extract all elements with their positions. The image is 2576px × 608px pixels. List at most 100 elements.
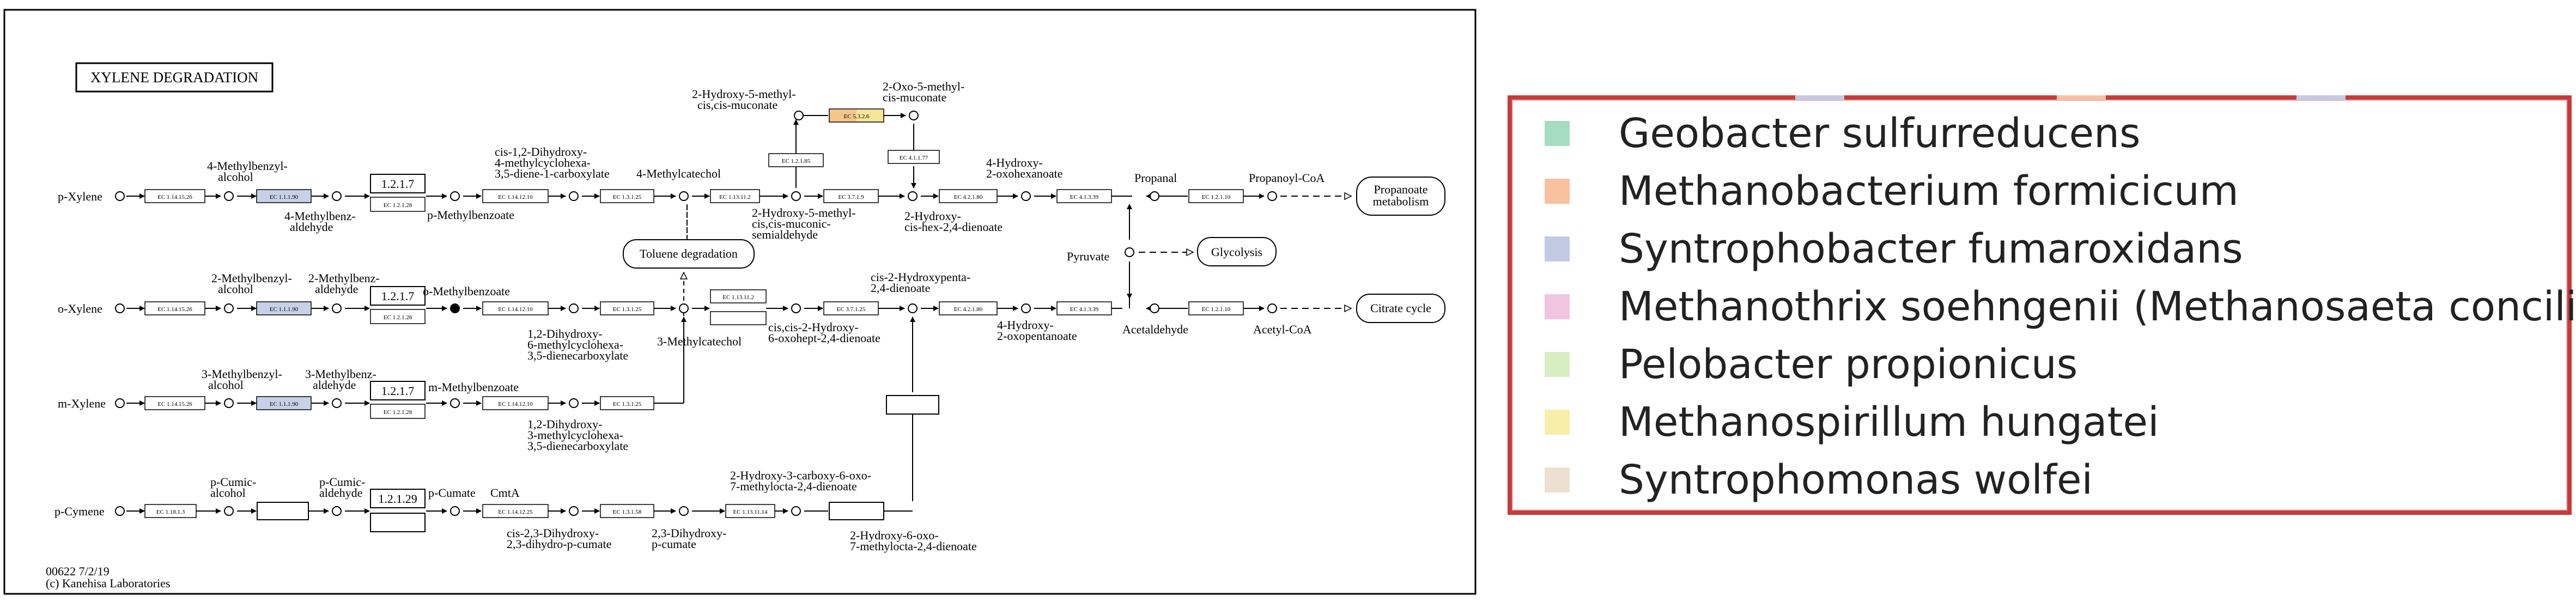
svg-text:EC 1.14.12.10: EC 1.14.12.10 — [498, 194, 533, 200]
row-p-xylene — [126, 113, 1351, 241]
labels-row3: m-Xylene 3-Methylbenzyl- alcohol 3-Methy… — [58, 367, 628, 453]
legend-item-pelobacter: Pelobacter propionicus — [1545, 337, 2077, 392]
row-o-xylene — [126, 272, 1351, 501]
map-title-box — [75, 62, 274, 93]
svg-text:3-Methylcatechol: 3-Methylcatechol — [657, 335, 742, 348]
svg-text:4-Methylcatechol: 4-Methylcatechol — [636, 167, 721, 180]
legend-item-syntrophomonas: Syntrophomonas wolfei — [1545, 453, 2093, 507]
svg-text:metabolism: metabolism — [1373, 194, 1429, 208]
svg-text:EC 1.3.1.58: EC 1.3.1.58 — [613, 509, 642, 515]
svg-text:2-oxohexanoate: 2-oxohexanoate — [986, 167, 1063, 180]
svg-text:EC 5.3.2.6: EC 5.3.2.6 — [843, 113, 870, 120]
svg-text:p-Methylbenzoate: p-Methylbenzoate — [427, 208, 514, 222]
svg-text:EC 1.18.1.3: EC 1.18.1.3 — [156, 509, 185, 515]
svg-text:2-Oxo-5-methyl-: 2-Oxo-5-methyl- — [883, 80, 964, 93]
svg-text:EC 3.7.1.9: EC 3.7.1.9 — [838, 194, 864, 200]
enzyme-highlighted — [829, 108, 884, 123]
svg-text:alcohol: alcohol — [208, 378, 244, 392]
svg-text:aldehyde: aldehyde — [313, 378, 356, 392]
svg-text:EC 1.14.12.10: EC 1.14.12.10 — [498, 401, 533, 408]
svg-text:1,2-Dihydroxy-: 1,2-Dihydroxy- — [527, 417, 602, 431]
svg-text:p-Cumic-: p-Cumic- — [319, 475, 365, 489]
svg-text:2-Hydroxy-6-oxo-: 2-Hydroxy-6-oxo- — [850, 528, 939, 542]
labels-row4: p-Cymene p-Cumic- alcohol p-Cumic- aldeh… — [54, 469, 977, 553]
svg-text:1,2-Dihydroxy-: 1,2-Dihydroxy- — [527, 327, 602, 341]
svg-text:4-Hydroxy-: 4-Hydroxy- — [986, 156, 1043, 169]
svg-text:EC 4.1.1.77: EC 4.1.1.77 — [900, 155, 928, 161]
svg-text:cis,cis-2-Hydroxy-: cis,cis-2-Hydroxy- — [768, 320, 859, 334]
svg-text:cis-1,2-Dihydroxy-: cis-1,2-Dihydroxy- — [495, 145, 587, 159]
svg-text:7-methylocta-2,4-dienoate: 7-methylocta-2,4-dienoate — [850, 539, 977, 553]
svg-text:o-Xylene: o-Xylene — [58, 302, 102, 315]
svg-text:4-Hydroxy-: 4-Hydroxy- — [997, 318, 1054, 332]
glycolysis-link[interactable]: Glycolysis — [1211, 245, 1262, 259]
legend-stripe — [2057, 95, 2106, 100]
pyruvate-label: Pyruvate — [1067, 250, 1109, 263]
svg-text:EC 1.1.1.90: EC 1.1.1.90 — [270, 306, 299, 313]
svg-text:cis-hex-2,4-dienoate: cis-hex-2,4-dienoate — [904, 220, 1003, 234]
svg-text:EC 1.1.1.90: EC 1.1.1.90 — [270, 194, 299, 200]
legend-item-methanobacterium: Methanobacterium formicicum — [1545, 164, 2239, 218]
legend-item-methanothrix: Methanothrix soehngenii (Methanosaeta co… — [1545, 279, 2576, 334]
svg-text:alcohol: alcohol — [210, 486, 246, 500]
svg-text:1.2.1.29: 1.2.1.29 — [378, 492, 417, 506]
svg-text:cis-2-Hydroxypenta-: cis-2-Hydroxypenta- — [871, 270, 970, 284]
svg-text:6-methylcyclohexa-: 6-methylcyclohexa- — [527, 338, 623, 351]
svg-text:cis-muconate: cis-muconate — [883, 90, 946, 104]
legend-swatch — [1545, 467, 1570, 493]
svg-text:2,3-dihydro-p-cumate: 2,3-dihydro-p-cumate — [507, 537, 611, 551]
legend-stripe — [2296, 95, 2346, 100]
svg-text:o-Methylbenzoate: o-Methylbenzoate — [423, 284, 510, 298]
svg-text:cis,cis-muconate: cis,cis-muconate — [697, 98, 777, 112]
nodes-row3 — [115, 398, 579, 408]
enzymes-row4: EC 1.18.1.3 1.2.1.29 EC 1.14.12.25 EC 1.… — [144, 489, 884, 532]
legend-swatch — [1545, 410, 1570, 435]
svg-text:alcohol: alcohol — [218, 170, 253, 184]
svg-text:1.2.1.7: 1.2.1.7 — [381, 384, 415, 398]
svg-text:EC 4.1.3.39: EC 4.1.3.39 — [1070, 306, 1099, 313]
svg-text:EC 1.3.1.25: EC 1.3.1.25 — [613, 306, 642, 313]
svg-text:Acetyl-CoA: Acetyl-CoA — [1253, 323, 1312, 336]
svg-text:2-Hydroxy-3-carboxy-6-oxo-: 2-Hydroxy-3-carboxy-6-oxo- — [730, 469, 871, 482]
legend-item-syntrophobacter: Syntrophobacter fumaroxidans — [1545, 222, 2243, 276]
svg-text:CmtA: CmtA — [490, 486, 520, 500]
pathway-map: XYLENE DEGRADATION — [3, 9, 1477, 595]
organism-legend: Geobacter sulfurreducens Methanobacteriu… — [1508, 95, 2576, 515]
svg-text:3,5-diene-1-carboxylate: 3,5-diene-1-carboxylate — [495, 167, 610, 180]
legend-label: Geobacter sulfurreducens — [1619, 110, 2141, 157]
svg-text:EC 1.2.1.10: EC 1.2.1.10 — [1202, 306, 1231, 313]
enzyme-highlighted — [256, 189, 312, 203]
svg-text:EC 4.2.1.80: EC 4.2.1.80 — [954, 194, 983, 200]
nodes-row1 — [115, 111, 1277, 201]
svg-text:EC 1.2.1.85: EC 1.2.1.85 — [782, 158, 811, 165]
svg-text:cis-2,3-Dihydroxy-: cis-2,3-Dihydroxy- — [507, 526, 599, 540]
legend-label: Methanospirillum hungatei — [1619, 399, 2159, 446]
citrate-cycle-link[interactable]: Citrate cycle — [1370, 301, 1431, 315]
legend-swatch — [1545, 294, 1570, 319]
svg-text:p-Cumic-: p-Cumic- — [210, 475, 256, 489]
svg-text:p-Cymene: p-Cymene — [54, 504, 105, 518]
map-id: 00622 7/2/19 — [46, 564, 110, 578]
svg-text:3-Methylbenzyl-: 3-Methylbenzyl- — [202, 367, 282, 381]
svg-text:EC 1.14.15.26: EC 1.14.15.26 — [157, 194, 192, 200]
svg-text:3-methylcyclohexa-: 3-methylcyclohexa- — [527, 428, 623, 442]
svg-text:2-Hydroxy-5-methyl-: 2-Hydroxy-5-methyl- — [752, 206, 856, 220]
nodes-row4 — [115, 506, 801, 516]
svg-text:aldehyde: aldehyde — [319, 486, 362, 500]
svg-text:2-oxopentanoate: 2-oxopentanoate — [997, 329, 1077, 343]
svg-text:2-Hydroxy-: 2-Hydroxy- — [904, 209, 961, 223]
labels-row2: o-Xylene 2-Methylbenzyl- alcohol 2-Methy… — [58, 270, 1445, 362]
legend-label: Syntrophobacter fumaroxidans — [1619, 226, 2243, 272]
svg-text:EC 1.2.1.28: EC 1.2.1.28 — [384, 409, 412, 416]
svg-text:EC 1.14.12.25: EC 1.14.12.25 — [498, 509, 533, 515]
svg-text:EC 3.7.1.25: EC 3.7.1.25 — [837, 306, 866, 313]
svg-text:EC 1.14.12.10: EC 1.14.12.10 — [498, 306, 533, 313]
enzymes-row2: EC 1.14.15.26 EC 1.1.1.90 1.2.1.7 EC 1.2… — [144, 286, 1244, 415]
svg-text:EC 4.2.1.80: EC 4.2.1.80 — [954, 306, 983, 313]
svg-text:EC 1.2.1.28: EC 1.2.1.28 — [384, 202, 412, 209]
labels-row1: p-Xylene 4-Methylbenzyl- alcohol 4-Methy… — [58, 80, 1445, 269]
map-copyright: (c) Kanehisa Laboratories — [46, 576, 170, 590]
svg-text:EC 1.13.11.14: EC 1.13.11.14 — [733, 509, 768, 515]
map-title: XYLENE DEGRADATION — [90, 69, 258, 86]
svg-text:m-Xylene: m-Xylene — [58, 397, 106, 410]
